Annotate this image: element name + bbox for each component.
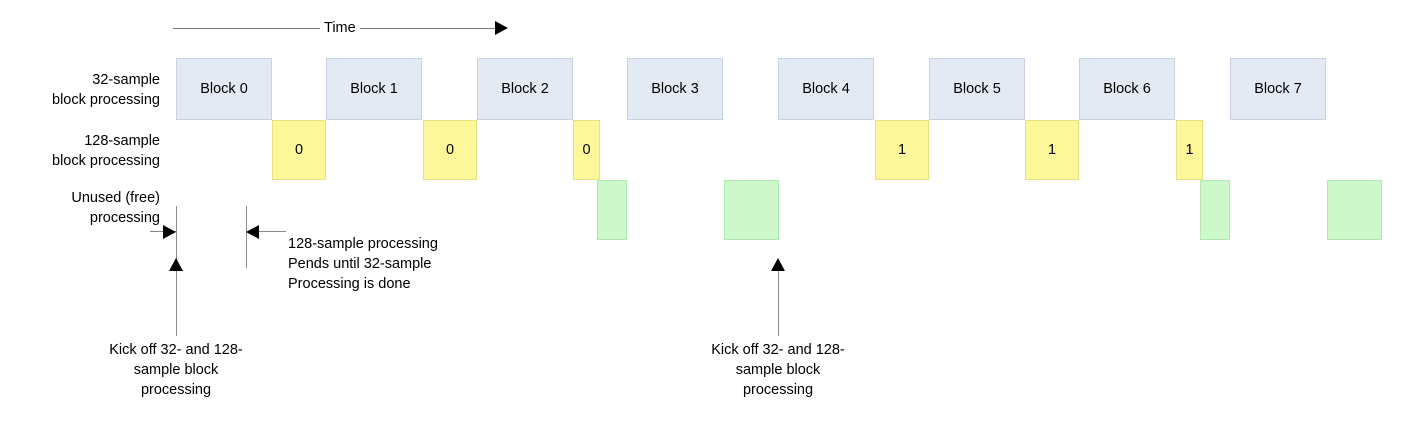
dimension-tick-left	[176, 206, 177, 268]
kickoff-left-leader-line	[176, 270, 177, 336]
kickoff-right-leader-line	[778, 270, 779, 336]
block-32-item[interactable]: Block 3	[627, 58, 723, 120]
block-128-item[interactable]: 1	[1025, 120, 1079, 180]
block-128-item[interactable]: 1	[875, 120, 929, 180]
kickoff-right-annotation: Kick off 32- and 128- sample block proce…	[711, 342, 845, 398]
lane-label-128-sample: 128-sample block processing	[52, 133, 160, 169]
block-32-item[interactable]: Block 1	[326, 58, 422, 120]
block-free-item[interactable]	[1200, 180, 1230, 240]
block-32-item[interactable]: Block 6	[1079, 58, 1175, 120]
kickoff-left-arrow-icon	[169, 258, 183, 271]
kickoff-right-arrow-icon	[771, 258, 785, 271]
block-32-item[interactable]: Block 4	[778, 58, 874, 120]
time-arrow-head-icon	[495, 21, 508, 35]
dimension-line-right	[246, 231, 286, 232]
dimension-arrow-left-icon	[246, 225, 259, 239]
block-free-item[interactable]	[1327, 180, 1382, 240]
block-free-item[interactable]	[724, 180, 779, 240]
time-axis-label: Time	[320, 20, 360, 36]
block-32-item[interactable]: Block 0	[176, 58, 272, 120]
block-32-item[interactable]: Block 7	[1230, 58, 1326, 120]
block-32-item[interactable]: Block 2	[477, 58, 573, 120]
block-32-item[interactable]: Block 5	[929, 58, 1025, 120]
block-128-item[interactable]: 0	[573, 120, 600, 180]
block-128-item[interactable]: 0	[272, 120, 326, 180]
lane-label-32-sample: 32-sample block processing	[52, 72, 160, 108]
lane-label-unused-free: Unused (free) processing	[71, 190, 160, 226]
kickoff-left-annotation: Kick off 32- and 128- sample block proce…	[109, 342, 243, 398]
block-free-item[interactable]	[597, 180, 627, 240]
block-128-item[interactable]: 0	[423, 120, 477, 180]
block-128-item[interactable]: 1	[1176, 120, 1203, 180]
dimension-arrow-right-icon	[163, 225, 176, 239]
pend-annotation: 128-sample processing Pends until 32-sam…	[288, 236, 438, 292]
